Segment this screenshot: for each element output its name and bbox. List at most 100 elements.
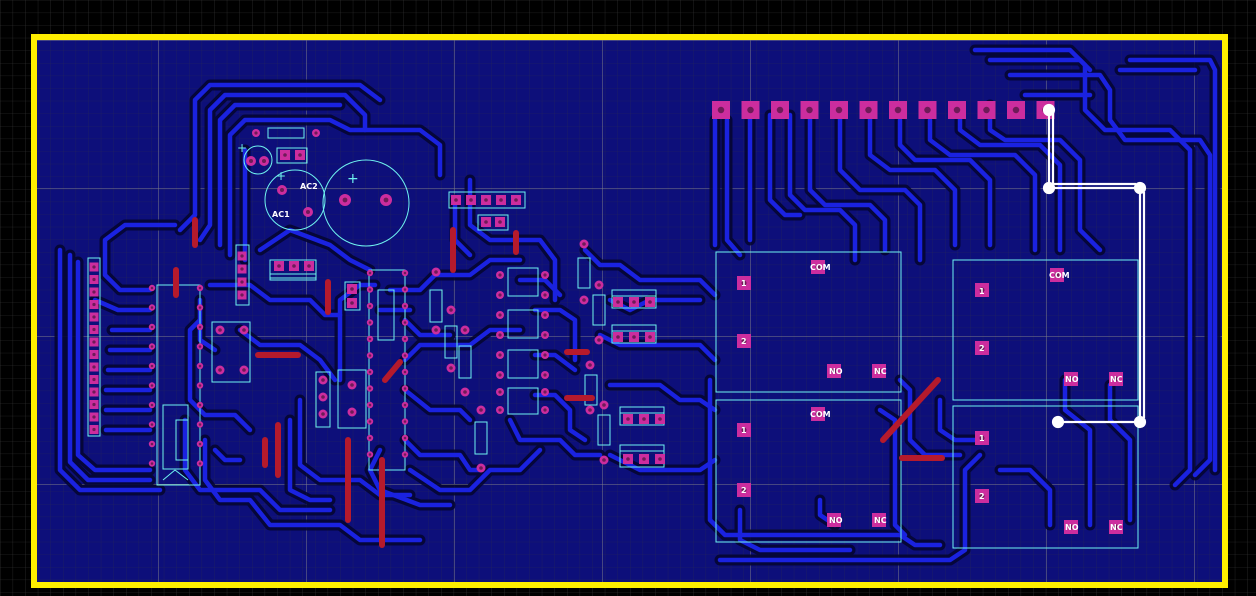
header-2pin-pad-hole (350, 301, 354, 305)
left-header-pad-hole (92, 302, 96, 307)
header-r2-pad-hole (616, 335, 620, 339)
ic-left-pad-hole (150, 286, 154, 290)
trace (837, 112, 923, 263)
trace (1062, 377, 1093, 528)
header-r1-pad-hole (616, 300, 620, 304)
ic-left-pad-hole (150, 345, 154, 348)
trace (237, 327, 338, 383)
relay-1-pad-hole (741, 280, 747, 286)
left-header-pad-hole (92, 390, 96, 394)
left-header-pad-hole (92, 352, 96, 357)
trace (767, 112, 803, 218)
ic-left-pad-hole (150, 364, 154, 368)
optocoupler-pad-hole (543, 408, 547, 412)
ic-mid-pad-hole (368, 321, 372, 324)
relay-2-no-label: NO (1065, 375, 1079, 384)
header-r2-pad-hole (632, 335, 636, 339)
header-5pin-pad-hole (514, 198, 518, 202)
ic-mid-pad-hole (403, 321, 407, 324)
ic-left-pad-hole (150, 423, 154, 426)
ic-mid-pad-hole (403, 420, 407, 423)
header-3pin-hatch (269, 273, 317, 281)
trace (997, 467, 1053, 528)
header-2pin-pad-hole (350, 287, 354, 291)
header-2pin-b-pad-hole (498, 220, 502, 224)
resistor-mid-2-outline (444, 325, 458, 359)
resistor-mid-pad-hole (479, 408, 483, 412)
ic-mid-pad-hole (368, 436, 372, 440)
trace (517, 277, 563, 298)
top-header-pad-hole (865, 106, 872, 114)
relay-3-pad-hole (741, 427, 747, 433)
relay-4-no-label: NO (1065, 523, 1079, 532)
resistor-top-outline (267, 127, 305, 139)
trace (402, 387, 473, 423)
left-header-pad-hole (92, 427, 96, 432)
relay-1-outline (715, 251, 902, 393)
optocoupler-pad-hole (498, 353, 502, 357)
resistor-r-pad-hole (588, 408, 592, 412)
trace (507, 417, 603, 458)
optocoupler-pad-hole (498, 313, 502, 317)
relay-2-pin1-label: 1 (979, 287, 985, 296)
resistor-mid-pad-hole (479, 466, 483, 470)
via (1133, 181, 1147, 195)
small-header-pad-hole (240, 280, 244, 284)
board-outline (31, 34, 1228, 588)
ic-left-pad-hole (198, 325, 202, 329)
ic-left-pad-hole (198, 442, 202, 446)
transistor-2-pad-hole (350, 383, 354, 387)
trace (67, 252, 153, 483)
ic-left-pad-hole (150, 384, 154, 387)
relay-1-pad-hole (876, 368, 882, 374)
relay-2-pad-hole (979, 345, 985, 351)
transistor-outline (211, 321, 251, 383)
trace (987, 102, 1103, 253)
top-header-pad-hole (953, 106, 961, 114)
header-r4-pad-hole (658, 457, 662, 461)
ic-mid-pad-hole (368, 288, 372, 291)
trace (177, 82, 383, 233)
capacitor-mid-pad-hole (280, 188, 284, 192)
capacitor-small-polarity-label: + (237, 141, 247, 155)
resistor-mid-pad-hole (449, 308, 453, 312)
left-header-pad-hole (92, 377, 96, 382)
header-r4-pad-hole (626, 457, 630, 461)
header-3pin-pad-hole (292, 264, 296, 268)
small-header-pad-hole (240, 267, 244, 271)
trace-layer (54, 44, 1221, 566)
capacitor-mid-outline (264, 169, 326, 231)
resistor-mid-1-outline (429, 289, 443, 323)
optocoupler-pad-hole (498, 390, 502, 394)
header-r2-hatch (611, 324, 657, 332)
resistor-mid-pad-hole (434, 270, 438, 274)
transistor-pad-hole (218, 368, 222, 372)
resistor-r3-outline (584, 374, 598, 406)
optocoupler-pad-hole (498, 373, 502, 377)
relay-4-pad-hole (1068, 524, 1074, 530)
ic-left-pad-hole (198, 286, 202, 290)
resistor-mid-pad-hole (434, 328, 438, 332)
small-header-pad-hole (240, 293, 244, 297)
trace (972, 47, 1193, 488)
relay-3-nc-label: NC (874, 516, 887, 525)
trace (202, 437, 423, 543)
header-r1-pad-hole (632, 300, 636, 304)
trace (957, 112, 1063, 253)
pad-layer (89, 101, 1123, 534)
optocoupler-pad-hole (498, 273, 502, 277)
header-3pin-pad-hole (277, 264, 281, 268)
trace (197, 92, 368, 243)
trace (212, 447, 243, 463)
resistor-top-pad-hole (314, 131, 318, 135)
resistor-r-pad-hole (597, 283, 601, 287)
transistor-2-pad-hole (321, 412, 325, 416)
relay-1-pin1-label: 1 (741, 279, 747, 288)
header-r3-pad-hole (642, 417, 646, 421)
trace (402, 327, 523, 363)
trace (532, 392, 588, 443)
relay-4-pad-hole (979, 493, 985, 499)
relay-3-outline (715, 399, 902, 543)
trace (227, 117, 443, 258)
trace (57, 247, 163, 493)
